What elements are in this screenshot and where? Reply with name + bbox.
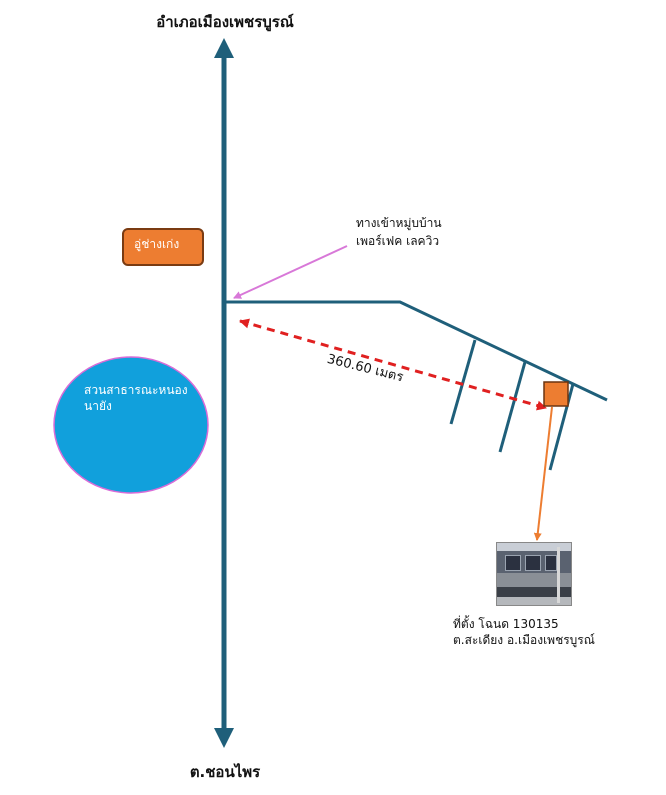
entrance-label: ทางเข้าหมู่บบ้าน เพอร์เฟค เลควิว [356,214,442,250]
garage-label: อู่ช่างเก่ง [134,237,180,251]
entrance-arrow [233,245,348,299]
location-label: ที่ตั้ง โฉนด 130135 ต.สะเดียง อ.เมืองเพช… [453,616,595,648]
park-shape [53,356,209,494]
entrance-label-line1: ทางเข้าหมู่บบ้าน [356,216,442,230]
side-street-3 [548,383,575,471]
distance-arrow [239,318,547,411]
park-label: สวนสาธารณะหนองนายัง [84,383,188,413]
townhouse-photo [496,542,572,606]
side-street-1 [449,339,477,425]
north-destination-label: อำเภอเมืองเพชรบูรณ์ [156,13,294,31]
location-label-line2: ต.สะเดียง อ.เมืองเพชรบูรณ์ [453,633,595,647]
entrance-label-line2: เพอร์เฟค เลควิว [356,234,440,248]
south-destination-label: ต.ชอนไพร [189,763,261,781]
site-marker [543,381,569,407]
location-label-line1: ที่ตั้ง โฉนด 130135 [453,617,559,631]
garage-landmark: อู่ช่างเก่ง [122,228,204,266]
side-street-2 [498,361,527,453]
photo-pointer [533,406,553,541]
